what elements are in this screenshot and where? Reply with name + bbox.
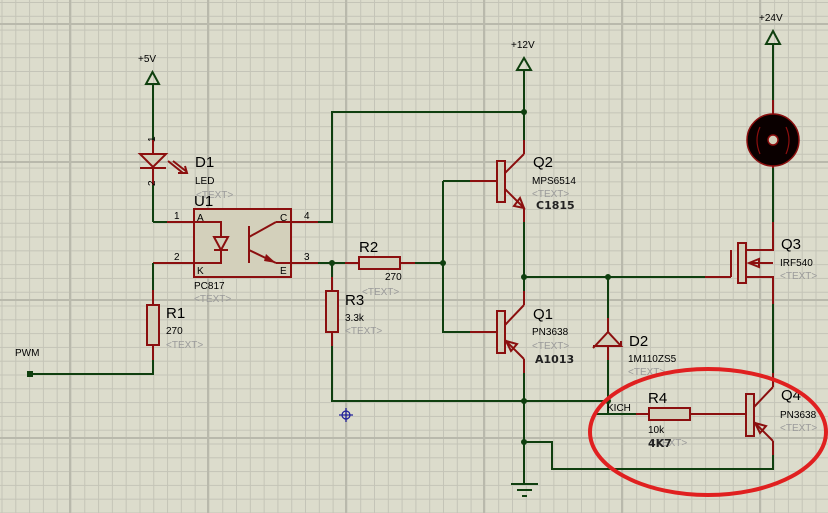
r2-text: <TEXT> xyxy=(362,287,399,298)
r3-value: 3.3k xyxy=(345,313,365,324)
power-label-12v: +12V xyxy=(511,40,535,51)
power-terminal-12v[interactable]: +12V xyxy=(511,40,535,71)
power-label-24v: +24V xyxy=(759,13,783,24)
r3-ref: R3 xyxy=(345,292,364,309)
r1-ref: R1 xyxy=(166,305,185,322)
u1-pin-k: K xyxy=(197,266,204,277)
r4-ref: R4 xyxy=(648,390,667,407)
resistor-r4[interactable]: R4 10k <TEXT> 4K7 xyxy=(636,390,705,450)
q4-text: <TEXT> xyxy=(780,423,817,434)
u1-pin1: 1 xyxy=(174,211,180,222)
r4-text: <TEXT> xyxy=(650,438,687,449)
q2-value: MPS6514 xyxy=(532,176,576,187)
led-emission-arrows-icon xyxy=(167,160,189,174)
u1-pin-c: C xyxy=(280,213,287,224)
q1-ref: Q1 xyxy=(533,306,553,323)
q3-ref: Q3 xyxy=(781,236,801,253)
mosfet-q3[interactable]: Q3 IRF540 <TEXT> xyxy=(705,222,817,304)
q4-value: PN3638 xyxy=(780,410,817,421)
transistor-q4-pnp[interactable]: Q4 PN3638 <TEXT> xyxy=(745,373,817,455)
d1-ref: D1 xyxy=(195,154,214,171)
r3-text: <TEXT> xyxy=(345,326,382,337)
q1-note: A1013 xyxy=(535,353,574,366)
diode-d1-led[interactable]: 1 2 D1 LED <TEXT> xyxy=(137,136,233,201)
resistor-r3[interactable]: R3 3.3k <TEXT> xyxy=(325,277,382,346)
u1-text: <TEXT> xyxy=(194,294,231,305)
u1-pin2: 2 xyxy=(174,252,180,263)
r2-value: 270 xyxy=(385,272,402,283)
u1-ref: U1 xyxy=(194,193,213,210)
q3-text: <TEXT> xyxy=(780,271,817,282)
power-terminal-24v[interactable]: +24V xyxy=(759,13,783,45)
u1-pin-a: A xyxy=(197,213,204,224)
q2-ref: Q2 xyxy=(533,154,553,171)
q1-value: PN3638 xyxy=(532,327,569,338)
cursor-crosshair-icon xyxy=(339,408,353,422)
r4-value: 10k xyxy=(648,425,665,436)
transistor-q1-pnp[interactable]: Q1 PN3638 <TEXT> A1013 xyxy=(470,291,574,373)
q1-text: <TEXT> xyxy=(532,341,569,352)
net-label-pwm: PWM xyxy=(15,348,39,359)
motor-icon[interactable] xyxy=(746,100,800,168)
q2-note: C1815 xyxy=(536,199,575,212)
power-label-5v: +5V xyxy=(138,54,156,65)
transistor-q2-npn[interactable]: Q2 MPS6514 <TEXT> C1815 xyxy=(470,140,576,222)
u1-value: PC817 xyxy=(194,281,225,292)
q3-value: IRF540 xyxy=(780,258,813,269)
highlight-ellipse xyxy=(588,367,828,497)
d2-value: 1M110ZS5 xyxy=(628,354,677,365)
q2-text: <TEXT> xyxy=(532,189,569,200)
optocoupler-u1[interactable]: U1 1 2 3 4 A K E C PC817 <TEXT> xyxy=(153,193,318,305)
power-terminal-5v[interactable]: +5V xyxy=(138,54,161,85)
r2-ref: R2 xyxy=(359,239,378,256)
d2-ref: D2 xyxy=(629,333,648,350)
ground-icon xyxy=(511,483,538,497)
d2-text: <TEXT> xyxy=(628,367,665,378)
net-label-kich: KICH xyxy=(607,403,631,414)
d1-pin2: 2 xyxy=(147,180,158,186)
d1-value: LED xyxy=(195,176,214,187)
resistor-r1[interactable]: R1 270 <TEXT> xyxy=(146,290,203,360)
r1-value: 270 xyxy=(166,326,183,337)
pwm-terminal[interactable] xyxy=(27,371,33,377)
r1-text: <TEXT> xyxy=(166,340,203,351)
r4-note: 4K7 xyxy=(648,437,672,450)
resistor-r2[interactable]: R2 270 <TEXT> xyxy=(345,239,415,298)
u1-pin3: 3 xyxy=(304,252,310,263)
d1-text: <TEXT> xyxy=(196,190,233,201)
zener-diode-d2[interactable]: D2 1M110ZS5 <TEXT> xyxy=(592,318,677,378)
u1-pin-e: E xyxy=(280,266,287,277)
d1-pin1: 1 xyxy=(147,136,158,142)
u1-pin4: 4 xyxy=(304,211,310,222)
